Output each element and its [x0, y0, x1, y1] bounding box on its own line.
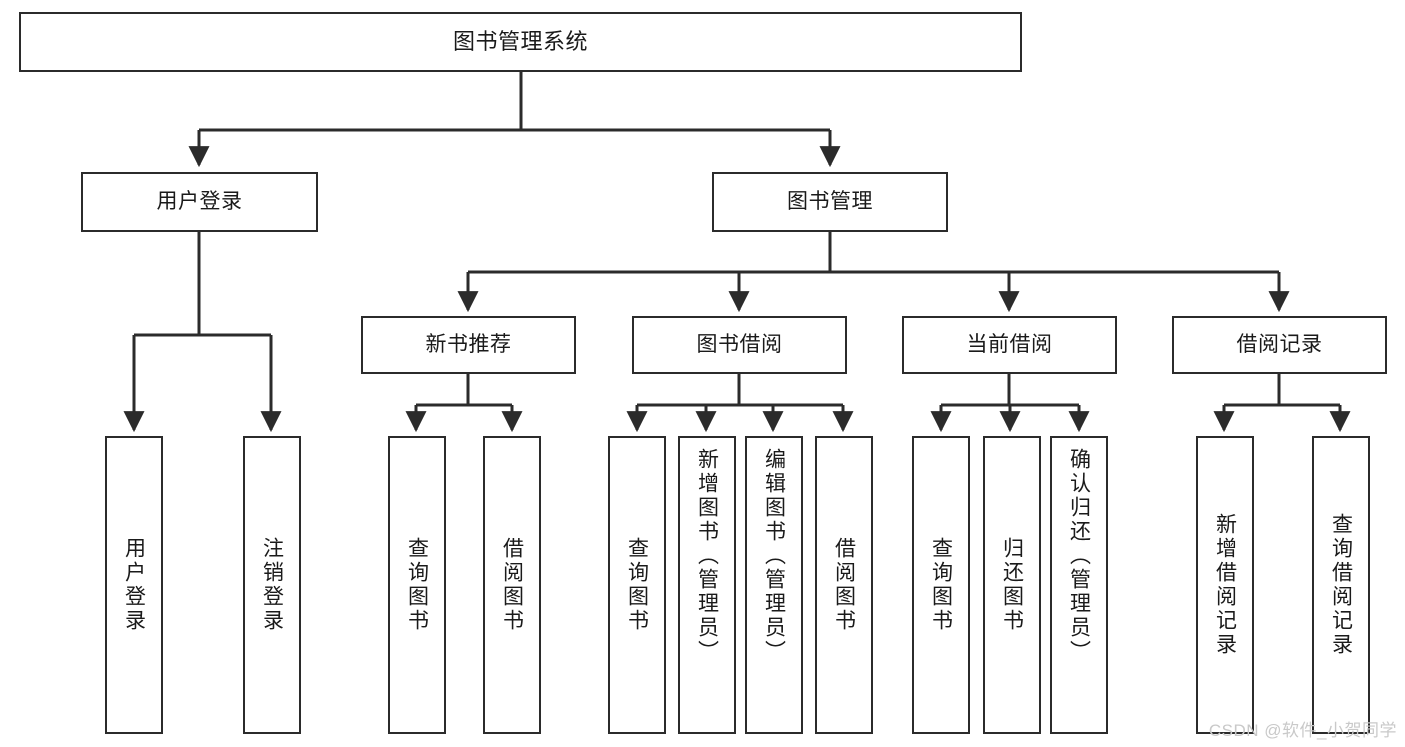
node-user-login-label: 用户登录 — [156, 189, 243, 213]
node-current-borrow-label: 当前借阅 — [966, 332, 1053, 356]
leaf-confirm-return-label: 确认归还（管理员） — [1067, 448, 1091, 664]
leaf-confirm-return[interactable]: 确认归还（管理员） — [1050, 436, 1108, 734]
leaf-user-login[interactable]: 用户登录 — [105, 436, 163, 734]
leaf-add-book[interactable]: 新增图书（管理员） — [678, 436, 736, 734]
leaf-edit-book[interactable]: 编辑图书（管理员） — [745, 436, 803, 734]
node-root[interactable]: 图书管理系统 — [19, 12, 1022, 72]
leaf-query-record-label: 查询借阅记录 — [1329, 513, 1353, 657]
leaf-query-book-3-label: 查询图书 — [929, 537, 953, 633]
leaf-query-book-2-label: 查询图书 — [625, 537, 649, 633]
node-book-manage-label: 图书管理 — [787, 189, 873, 213]
node-book-manage[interactable]: 图书管理 — [712, 172, 948, 232]
leaf-query-book-2[interactable]: 查询图书 — [608, 436, 666, 734]
leaf-add-record-label: 新增借阅记录 — [1213, 513, 1237, 657]
leaf-query-book-1[interactable]: 查询图书 — [388, 436, 446, 734]
node-current-borrow[interactable]: 当前借阅 — [902, 316, 1117, 374]
leaf-borrow-book-2-label: 借阅图书 — [832, 537, 856, 633]
node-new-book-recommend[interactable]: 新书推荐 — [361, 316, 576, 374]
node-borrow-record[interactable]: 借阅记录 — [1172, 316, 1387, 374]
node-new-book-recommend-label: 新书推荐 — [425, 332, 512, 356]
node-book-borrow-label: 图书借阅 — [696, 332, 783, 356]
csdn-watermark: CSDN @软件_小贺同学 — [1208, 721, 1397, 740]
leaf-user-logout[interactable]: 注销登录 — [243, 436, 301, 734]
leaf-user-logout-label: 注销登录 — [260, 537, 284, 633]
leaf-return-book-label: 归还图书 — [1000, 537, 1024, 633]
node-borrow-record-label: 借阅记录 — [1236, 332, 1323, 356]
node-user-login[interactable]: 用户登录 — [81, 172, 318, 232]
leaf-query-book-3[interactable]: 查询图书 — [912, 436, 970, 734]
leaf-borrow-book-1[interactable]: 借阅图书 — [483, 436, 541, 734]
leaf-query-book-1-label: 查询图书 — [405, 537, 429, 633]
leaf-edit-book-label: 编辑图书（管理员） — [762, 448, 786, 664]
node-book-borrow[interactable]: 图书借阅 — [632, 316, 847, 374]
leaf-return-book[interactable]: 归还图书 — [983, 436, 1041, 734]
leaf-borrow-book-1-label: 借阅图书 — [500, 537, 524, 633]
leaf-add-book-label: 新增图书（管理员） — [695, 448, 719, 664]
leaf-borrow-book-2[interactable]: 借阅图书 — [815, 436, 873, 734]
leaf-query-record[interactable]: 查询借阅记录 — [1312, 436, 1370, 734]
leaf-add-record[interactable]: 新增借阅记录 — [1196, 436, 1254, 734]
leaf-user-login-label: 用户登录 — [122, 537, 146, 633]
node-root-label: 图书管理系统 — [452, 29, 588, 55]
